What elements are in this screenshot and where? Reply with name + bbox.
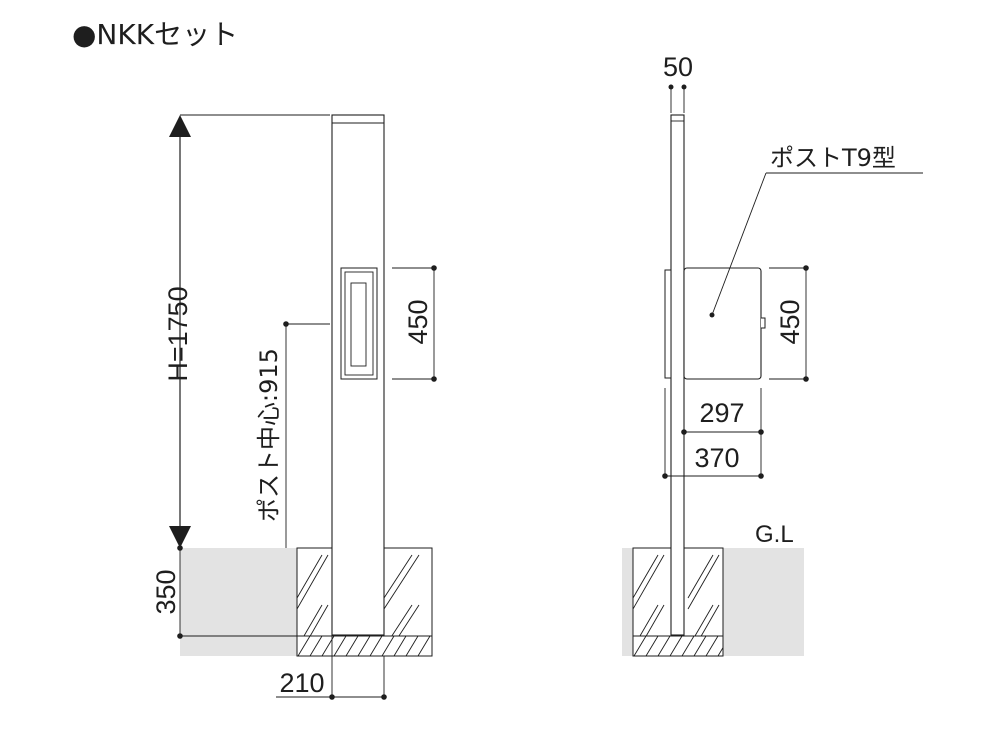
ground-level-label: G.L [755, 521, 794, 548]
product-label: ポストT9型 [770, 144, 896, 172]
mailbox-side [664, 267, 766, 380]
mailbox-height-dimension-side: 450 [769, 265, 809, 382]
post-width-dimension: 210 [276, 636, 387, 700]
depth-dimensions: 297 370 [662, 388, 764, 479]
height-dimension: H=1750 [163, 114, 330, 548]
depth-297-label: 297 [699, 398, 744, 428]
post-center-dimension: ポスト中心:915 [255, 321, 330, 548]
pole-width-label: 50 [663, 52, 693, 82]
foundation-depth-dimension: 350 [151, 545, 297, 639]
mailbox-height-label-side: 450 [775, 299, 805, 344]
post-center-label: ポスト中心:915 [255, 348, 283, 522]
front-view: H=1750 ポスト中心:915 450 350 [151, 114, 437, 700]
mailbox-height-dimension-front: 450 [392, 265, 437, 382]
side-view: 50 ポストT9型 450 297 [622, 52, 923, 657]
mailbox-front [340, 267, 378, 380]
pole-width-dimension: 50 [663, 52, 693, 113]
post-width-label: 210 [279, 668, 324, 698]
gravel-hatch [297, 635, 431, 656]
height-label: H=1750 [163, 286, 193, 381]
mailbox-height-label-front: 450 [403, 299, 433, 344]
drawing-title: ●NKKセット [72, 18, 238, 51]
product-callout: ポストT9型 [709, 144, 923, 318]
pole-side [670, 114, 685, 636]
depth-370-label: 370 [694, 443, 739, 473]
gravel-hatch-side [633, 635, 723, 656]
foundation-depth-label: 350 [151, 569, 181, 614]
